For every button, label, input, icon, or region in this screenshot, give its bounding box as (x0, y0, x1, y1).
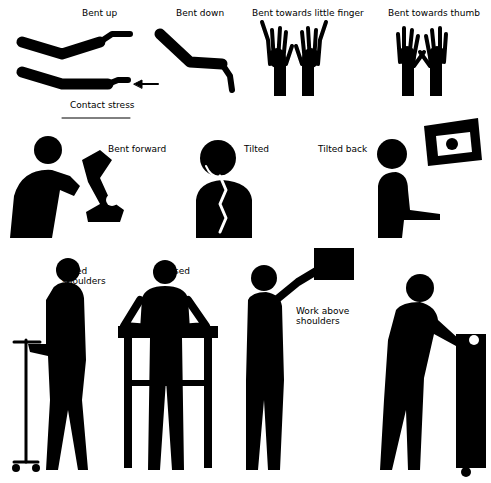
posture-label: Contact stress (70, 100, 150, 110)
hand-bent-down (222, 64, 232, 90)
figure-work-above-shoulders (246, 248, 354, 470)
arrow-head (134, 80, 142, 88)
rule-line (62, 118, 130, 119)
figure-tilted-back (377, 118, 482, 238)
posture-label: Work above shoulders (296, 306, 366, 326)
figure-bent-forward (10, 136, 124, 238)
hand-contact-stress (108, 80, 128, 84)
hands-thumb (398, 28, 446, 96)
figure-pushing (380, 274, 486, 477)
posture-label: Bent forward (108, 144, 188, 154)
arm-bent-down (160, 34, 222, 64)
hand-bent-up (100, 34, 130, 42)
posture-label: Lifted shoulders (62, 266, 112, 286)
posture-label: Bent towards little finger (252, 8, 382, 18)
posture-label: Bent towards thumb (388, 8, 488, 18)
posture-label: Bent up (82, 8, 142, 18)
figure-tilted (196, 140, 252, 238)
posture-label: Tilted back (318, 144, 388, 154)
posture-label: Tilted (244, 144, 294, 154)
figure-raised (118, 260, 218, 470)
posture-label: Bent down (176, 8, 236, 18)
hands-little-finger (262, 22, 326, 96)
posture-label: Raised (160, 266, 210, 276)
figure-lifted-shoulders (12, 258, 88, 472)
arm-bent-up (22, 42, 100, 54)
arm-contact-stress (22, 72, 108, 84)
